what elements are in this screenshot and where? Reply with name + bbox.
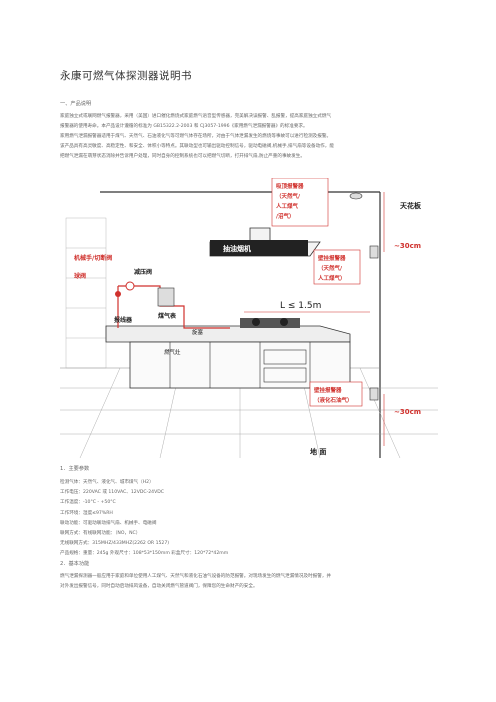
param-item: 联动功能：可驱动联动排气扇、机械手、电磁阀 [60, 520, 157, 526]
wall-low-label-2: （液化石油气） [314, 396, 353, 404]
param-item: 工作电压：220VAC 或 110VAC、12VDC-24VDC [60, 490, 164, 496]
reducer-label: 减压阀 [134, 268, 152, 276]
ball-valve-label: 球阀 [74, 272, 86, 280]
wall-high-label-1: 壁挂报警器 [318, 254, 346, 262]
section-heading-params: 1．主要参数 [60, 466, 90, 472]
param-item: 无线联网方式：315MHZ/433MHZ(2262 OR 1527) [60, 541, 170, 547]
intro-line: 家用燃气泄漏报警器适用于煤气、天然气、石油液化气等可燃气体存在场所，对由于气体泄… [60, 134, 332, 139]
intro-line: 家庭独立式或联网燃气报警器，采用（美国）进口催化燃烧式家庭燃气语音型传感器，完美… [60, 114, 332, 119]
wall-high-label-3: 人工煤气） [318, 274, 346, 282]
intro-line: 报警器的使用寿命。本产品设计遵循的标准为 GB15322.2-2003 和 CJ… [60, 124, 308, 129]
dist-bottom-label: ~30cm [394, 408, 421, 416]
param-item: 联网方式：有线联网功能：（NO，NC） [60, 530, 141, 536]
section-heading-intro: 一、产品说明 [60, 101, 92, 107]
intro-line: 该产品具有高灵敏度、高稳定性、和安全、体积小等特点。其联动型也可输出驱动控制信号… [60, 144, 334, 149]
installation-diagram: 抽油烟机 燃气灶 旋塞 机械手/切断阀 [60, 177, 438, 459]
alarm-valve-label: 报线器 [114, 316, 133, 324]
intro-line: 把燃气泄漏在萌芽状态消除并告诉用户处理，同时自身的控制系统也可以把燃气切断，打开… [60, 154, 305, 159]
param-item: 工作温度：-10°C - +50°C [60, 500, 116, 506]
wall-high-label-2: （天然气/ [318, 264, 343, 272]
ceiling-alarm-label-3: 人工煤气 [276, 202, 299, 210]
meter-label: 煤气表 [158, 312, 177, 320]
ceiling-label: 天花板 [400, 201, 422, 210]
valve-label: 机械手/切断阀 [74, 254, 112, 262]
param-item: 工作环境：湿度≤97%RH [60, 510, 113, 516]
stove-label: 燃气灶 [164, 348, 181, 356]
page-title: 永康可燃气体探测器说明书 [60, 70, 192, 82]
intro-paragraph: 家庭独立式或联网燃气报警器，采用（美国）进口催化燃烧式家庭燃气语音型传感器，完美… [60, 112, 440, 162]
ceiling-alarm-label-1: 吸顶报警器 [276, 182, 304, 190]
param-item: 检测气体：天然气、液化气、城市煤气（H2） [60, 480, 154, 485]
wall-low-label-1: 壁挂报警器 [314, 386, 342, 394]
param-item: 产品规格：重量：245g 外观尺寸：108*53*150mm 彩盒尺寸：120*… [60, 551, 229, 557]
functions-paragraph: 燃气泄漏探测器一般应用于家庭和单位使用人工煤气、天然气和液化石油气设备的防范报警… [60, 572, 440, 592]
hood-label: 抽油烟机 [223, 244, 251, 253]
dist-top-label: ~30cm [394, 242, 421, 250]
params-list: 检测气体：天然气、液化气、城市煤气（H2） 工作电压：220VAC 或 110V… [60, 478, 440, 560]
pipe-label: 旋塞 [192, 328, 204, 336]
range-label: L ≤ 1.5m [280, 301, 321, 311]
floor-label: 地 面 [310, 447, 326, 456]
ceiling-alarm-label-4: /沼气） [276, 212, 295, 220]
func-line: 对外发出报警信号，同时自动启动排风设备，自动关闭燃气管道阀门，保障您的生命财产的… [60, 584, 258, 589]
section-heading-functions: 2．基本功能 [60, 561, 90, 567]
ceiling-alarm-label-2: （天然气/ [276, 192, 301, 200]
func-line: 燃气泄漏探测器一般应用于家庭和单位使用人工煤气、天然气和液化石油气设备的防范报警… [60, 574, 332, 579]
